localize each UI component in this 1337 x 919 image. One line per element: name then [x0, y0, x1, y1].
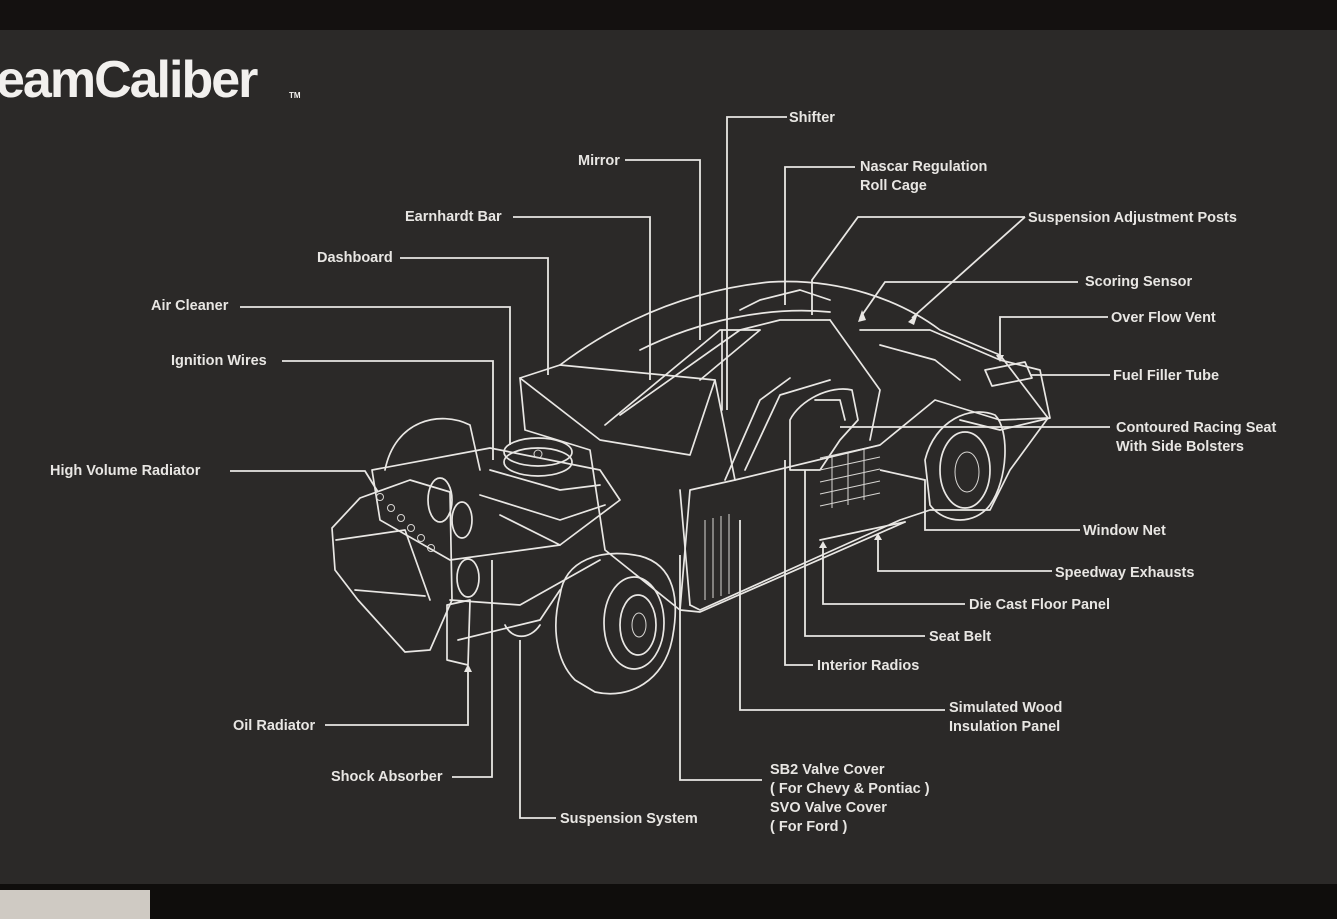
leader-earnhardt — [513, 216, 651, 380]
label-valve-cover-line1: SB2 Valve Cover — [770, 762, 885, 778]
label-high-volume-radiator: High Volume Radiator — [50, 463, 201, 479]
logo-text: eamCaliber — [0, 51, 258, 109]
leader-shock — [452, 560, 493, 778]
roof-line — [559, 280, 1049, 419]
door-vents — [704, 514, 730, 600]
rear-tire — [924, 411, 1006, 521]
leader-floor — [822, 548, 965, 605]
label-valve-cover-line3: SVO Valve Cover — [770, 800, 887, 816]
label-window-net: Window Net — [1083, 523, 1166, 539]
top-edge-shadow — [0, 0, 1337, 30]
label-ignition-wires: Ignition Wires — [171, 353, 267, 369]
leader-window-net — [879, 469, 1080, 531]
label-speedway-exhausts: Speedway Exhausts — [1055, 565, 1194, 581]
fuel-filler-tube — [984, 361, 1033, 387]
label-shock-absorber: Shock Absorber — [331, 769, 443, 785]
leader-wood — [739, 520, 945, 711]
label-fuel-filler-tube: Fuel Filler Tube — [1113, 368, 1219, 384]
label-cage-line2: Roll Cage — [860, 178, 927, 194]
leader-radios — [784, 460, 813, 666]
label-mirror: Mirror — [578, 153, 620, 169]
leader-shifter — [726, 116, 787, 410]
front-right-tire — [555, 552, 677, 695]
label-earnhardt-bar: Earnhardt Bar — [405, 209, 502, 225]
leader-air-cleaner — [240, 306, 511, 445]
air-cleaner-shape — [503, 437, 573, 467]
roll-cage — [604, 329, 761, 426]
leader-ignition — [282, 360, 494, 460]
leader-lines — [230, 116, 1110, 819]
label-oil-radiator: Oil Radiator — [233, 718, 316, 734]
leader-cage — [784, 166, 855, 305]
label-air-cleaner: Air Cleaner — [151, 298, 229, 314]
leader-overflow — [999, 316, 1108, 355]
engine-bay — [371, 447, 621, 561]
bottom-paper — [0, 890, 150, 919]
label-seat-belt: Seat Belt — [929, 629, 991, 645]
label-scoring-sensor: Scoring Sensor — [1085, 274, 1193, 290]
leader-suspension — [519, 640, 556, 819]
label-suspension-system: Suspension System — [560, 811, 698, 827]
leader-oil-radiator — [325, 670, 469, 726]
label-dashboard: Dashboard — [317, 250, 393, 266]
label-cage-line1: Nascar Regulation — [860, 159, 987, 175]
car-cutaway-illustration — [331, 280, 1051, 695]
leader-posts-a — [811, 216, 1025, 315]
leader-dashboard — [400, 257, 549, 375]
leader-valve-cover — [679, 555, 762, 781]
label-racing-seat-line2: With Side Bolsters — [1116, 439, 1244, 455]
floor-pan — [679, 521, 906, 613]
leader-scoring — [859, 281, 1078, 319]
board-panel — [0, 28, 1337, 886]
leader-posts-b — [911, 216, 1026, 319]
rear-deck — [859, 329, 1051, 431]
rear-body-side — [689, 399, 1049, 611]
callout-labels: Shifter Mirror Nascar Regulation Roll Ca… — [50, 110, 1276, 835]
label-over-flow-vent: Over Flow Vent — [1111, 310, 1216, 326]
label-suspension-posts: Suspension Adjustment Posts — [1028, 210, 1237, 226]
car-nose — [331, 479, 453, 653]
racing-seat — [789, 388, 859, 471]
front-left-tire — [384, 417, 481, 471]
logo-trademark: TM — [289, 91, 301, 100]
leader-mirror — [625, 159, 701, 340]
label-wood-panel-line2: Insulation Panel — [949, 719, 1060, 735]
leader-exhausts — [877, 540, 1052, 572]
leader-radiator — [230, 470, 379, 493]
leader-seat-belt — [804, 470, 925, 637]
label-valve-cover-line2: ( For Chevy & Pontiac ) — [770, 781, 930, 797]
label-interior-radios: Interior Radios — [817, 658, 919, 674]
label-valve-cover-line4: ( For Ford ) — [770, 819, 847, 835]
label-shifter: Shifter — [789, 110, 835, 126]
label-wood-panel-line1: Simulated Wood — [949, 700, 1062, 716]
label-die-cast-floor-panel: Die Cast Floor Panel — [969, 597, 1110, 613]
label-racing-seat-line1: Contoured Racing Seat — [1116, 420, 1276, 436]
bottom-edge-shadow — [0, 884, 1337, 919]
